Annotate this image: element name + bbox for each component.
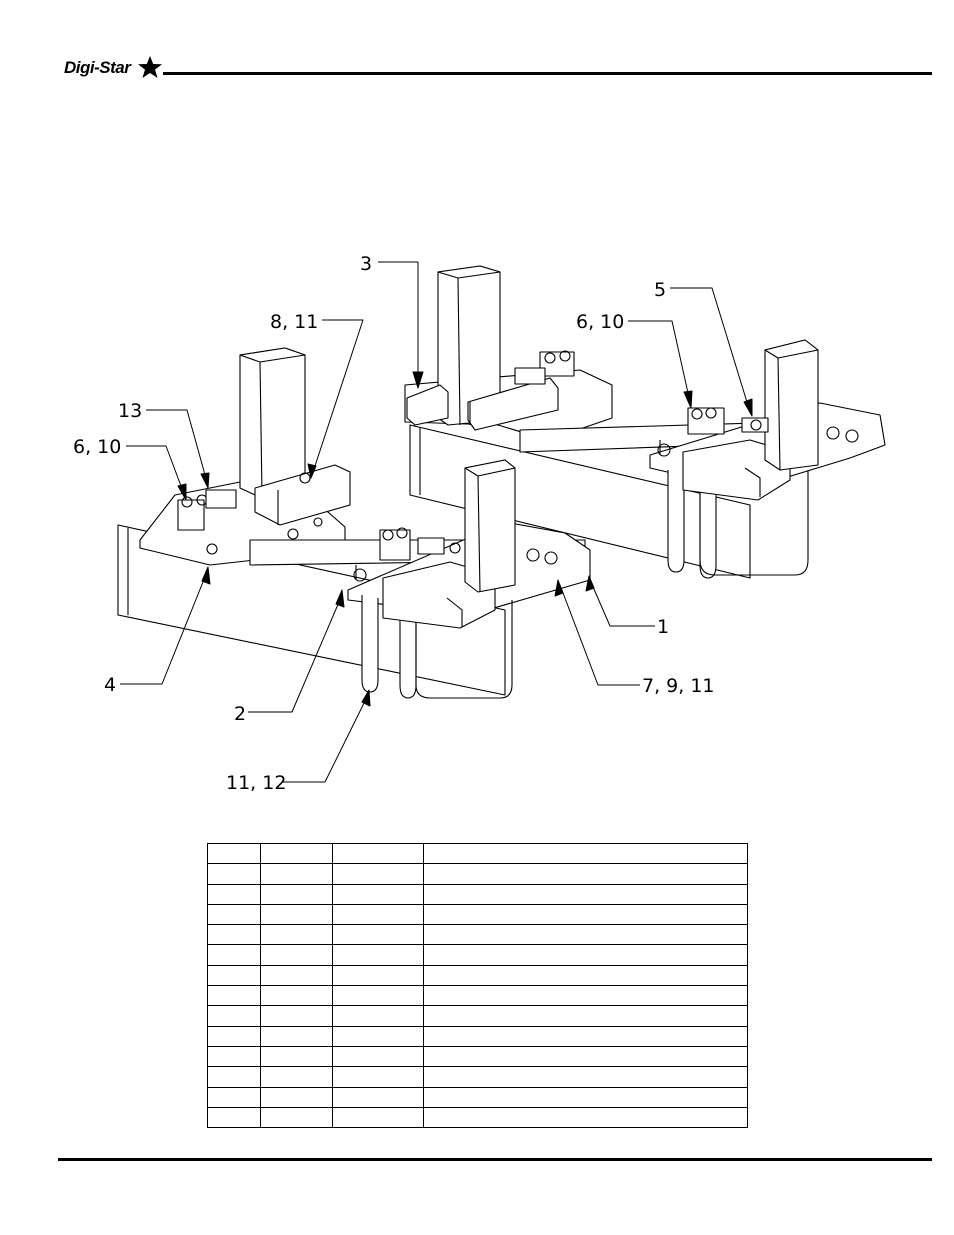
parts-table: [207, 842, 748, 1129]
callout-6-10-left: 6, 10: [73, 436, 122, 458]
table-cell: [260, 1086, 333, 1108]
table-cell: [332, 863, 424, 885]
table-cell: [423, 1106, 748, 1129]
table-cell: [207, 1106, 261, 1129]
table-row: [207, 903, 748, 926]
table-cell: [332, 924, 424, 946]
callout-2: 2: [234, 703, 247, 725]
table-cell: [207, 863, 261, 885]
table-cell: [332, 1045, 424, 1068]
table-cell: [332, 1066, 424, 1088]
table-cell: [260, 924, 333, 946]
table-cell: [260, 1106, 333, 1129]
table-cell: [423, 1025, 748, 1047]
table-row: [207, 1005, 748, 1027]
leader-lines: [120, 261, 753, 783]
table-cell: [423, 944, 748, 966]
table-cell: [207, 1005, 261, 1027]
table-cell: [332, 883, 424, 905]
table-cell: [423, 863, 748, 885]
assembly-drawing: [117, 261, 886, 783]
parts-table-body: [207, 842, 748, 1129]
star-icon: [138, 56, 162, 78]
table-cell: [423, 883, 748, 905]
table-row: [207, 842, 748, 865]
table-cell: [207, 964, 261, 987]
callout-5: 5: [654, 279, 667, 301]
table-cell: [260, 1005, 333, 1027]
table-cell: [207, 1086, 261, 1108]
table-row: [207, 863, 748, 885]
table-cell: [423, 924, 748, 946]
table-row: [207, 1025, 748, 1047]
table-cell: [332, 1025, 424, 1047]
callout-4: 4: [104, 674, 117, 696]
table-cell: [332, 964, 424, 987]
table-cell: [423, 1045, 748, 1068]
table-cell: [207, 944, 261, 966]
table-row: [207, 883, 748, 905]
callout-8-11: 8, 11: [270, 311, 319, 333]
table-cell: [260, 903, 333, 926]
digi-star-logo: Digi-Star: [64, 54, 164, 82]
callout-1: 1: [657, 616, 670, 638]
callout-11-12: 11, 12: [226, 772, 287, 794]
table-cell: [207, 924, 261, 946]
table-cell: [207, 1066, 261, 1088]
table-row: [207, 944, 748, 966]
callout-6-10-right: 6, 10: [576, 311, 625, 333]
callout-3: 3: [360, 253, 373, 275]
left-frame-assembly: [117, 347, 591, 699]
table-cell: [260, 944, 333, 966]
table-cell: [260, 1045, 333, 1068]
logo-text: Digi-Star: [64, 58, 131, 77]
table-cell: [332, 1086, 424, 1108]
callout-13: 13: [118, 400, 143, 422]
table-cell: [423, 1005, 748, 1027]
table-row: [207, 1066, 748, 1088]
table-cell: [207, 985, 261, 1007]
table-row: [207, 924, 748, 946]
table-cell: [332, 944, 424, 966]
table-row: [207, 1086, 748, 1108]
table-cell: [332, 842, 424, 865]
table-cell: [332, 903, 424, 926]
table-cell: [207, 1045, 261, 1068]
table-cell: [423, 842, 748, 865]
table-cell: [260, 985, 333, 1007]
table-row: [207, 964, 748, 987]
table-cell: [207, 903, 261, 926]
table-row: [207, 985, 748, 1007]
table-cell: [207, 1025, 261, 1047]
table-cell: [260, 1066, 333, 1088]
table-cell: [332, 1106, 424, 1129]
table-cell: [332, 1005, 424, 1027]
table-cell: [207, 842, 261, 865]
footer-rule: [58, 1158, 932, 1161]
table-cell: [423, 1086, 748, 1108]
table-cell: [260, 964, 333, 987]
table-cell: [260, 842, 333, 865]
table-cell: [423, 1066, 748, 1088]
table-row: [207, 1045, 748, 1068]
header-rule: [163, 72, 932, 75]
table-cell: [423, 964, 748, 987]
callout-7-9-11: 7, 9, 11: [642, 675, 715, 697]
table-cell: [260, 883, 333, 905]
table-row: [207, 1106, 748, 1129]
table-cell: [332, 985, 424, 1007]
table-cell: [423, 903, 748, 926]
table-cell: [423, 985, 748, 1007]
right-frame-assembly: [404, 265, 886, 579]
table-cell: [260, 863, 333, 885]
table-cell: [260, 1025, 333, 1047]
table-cell: [207, 883, 261, 905]
